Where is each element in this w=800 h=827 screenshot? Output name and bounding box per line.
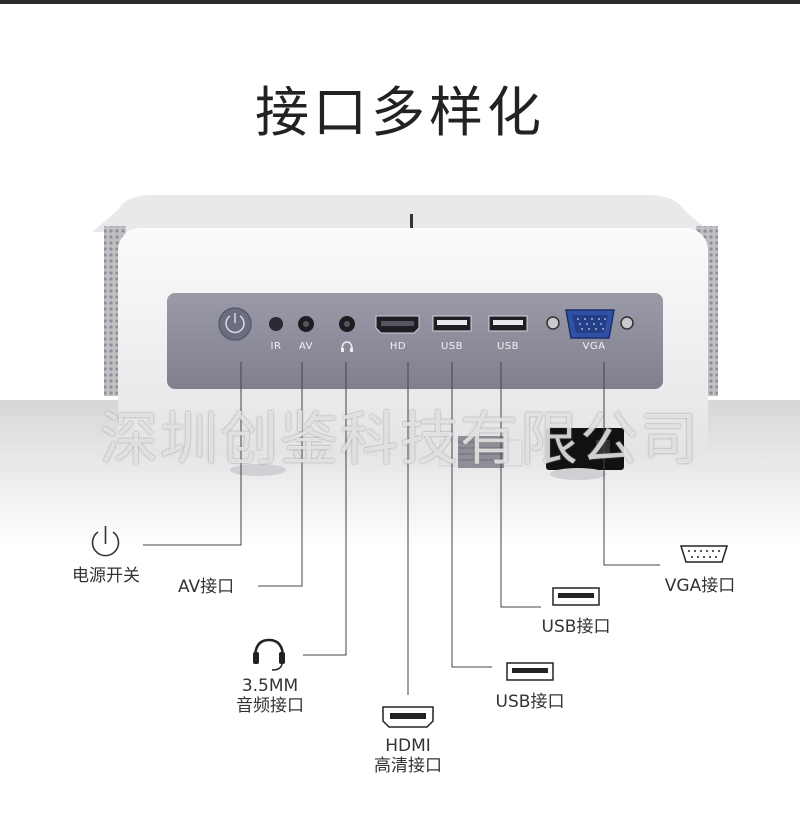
power-icon	[91, 526, 120, 557]
vga-port-icon	[679, 545, 729, 563]
leader-lines	[143, 362, 660, 695]
port-label-usb-1: USB	[440, 341, 464, 352]
port-label-usb-2: USB	[496, 341, 520, 352]
port-label-vga: VGA	[582, 341, 606, 352]
watermark: 深圳创鉴科技有限公司	[99, 405, 700, 473]
callout-hdmi: HDMI 高清接口	[358, 736, 458, 776]
callout-audio-line2: 音频接口	[236, 696, 304, 716]
right-foot	[550, 468, 606, 480]
callout-audio-line1: 3.5MM	[241, 676, 299, 696]
callout-vga-label: VGA接口	[664, 576, 736, 596]
projector-top	[92, 195, 710, 232]
usb-port-icon	[552, 587, 600, 606]
callout-power-label: 电源开关	[72, 566, 140, 586]
top-bar	[0, 0, 800, 4]
focus-knob[interactable]	[458, 436, 504, 468]
indicator-slot	[410, 214, 413, 228]
usb-port-icon	[506, 662, 554, 681]
callout-audio: 3.5MM 音频接口	[220, 676, 320, 716]
callout-av: AV接口	[178, 577, 258, 597]
callout-usb-2-label: USB接口	[541, 617, 611, 637]
port-label-ir: IR	[270, 341, 282, 352]
callout-hdmi-line2: 高清接口	[374, 756, 442, 776]
port-label-hd: HD	[389, 341, 407, 352]
headphone-mark-icon	[341, 341, 353, 351]
callout-vga: VGA接口	[650, 576, 750, 596]
callout-usb-1-label: USB接口	[495, 692, 565, 712]
ir-sensor	[269, 317, 283, 331]
headphone-icon	[253, 638, 285, 671]
rear-panel	[167, 293, 663, 389]
callout-av-label: AV接口	[178, 577, 235, 597]
left-foot	[230, 464, 286, 476]
power-button-icon	[225, 315, 245, 334]
hdmi-port-icon	[382, 706, 434, 728]
vga-screw-right	[620, 316, 634, 330]
page-title: 接口多样化	[255, 81, 545, 144]
callout-hdmi-line1: HDMI	[385, 736, 431, 756]
vga-screw-left	[546, 316, 560, 330]
port-label-av: AV	[298, 341, 314, 352]
callout-power: 电源开关	[56, 566, 156, 586]
power-button[interactable]	[218, 307, 252, 341]
callout-usb-1: USB接口	[480, 692, 580, 712]
callout-usb-2: USB接口	[526, 617, 626, 637]
